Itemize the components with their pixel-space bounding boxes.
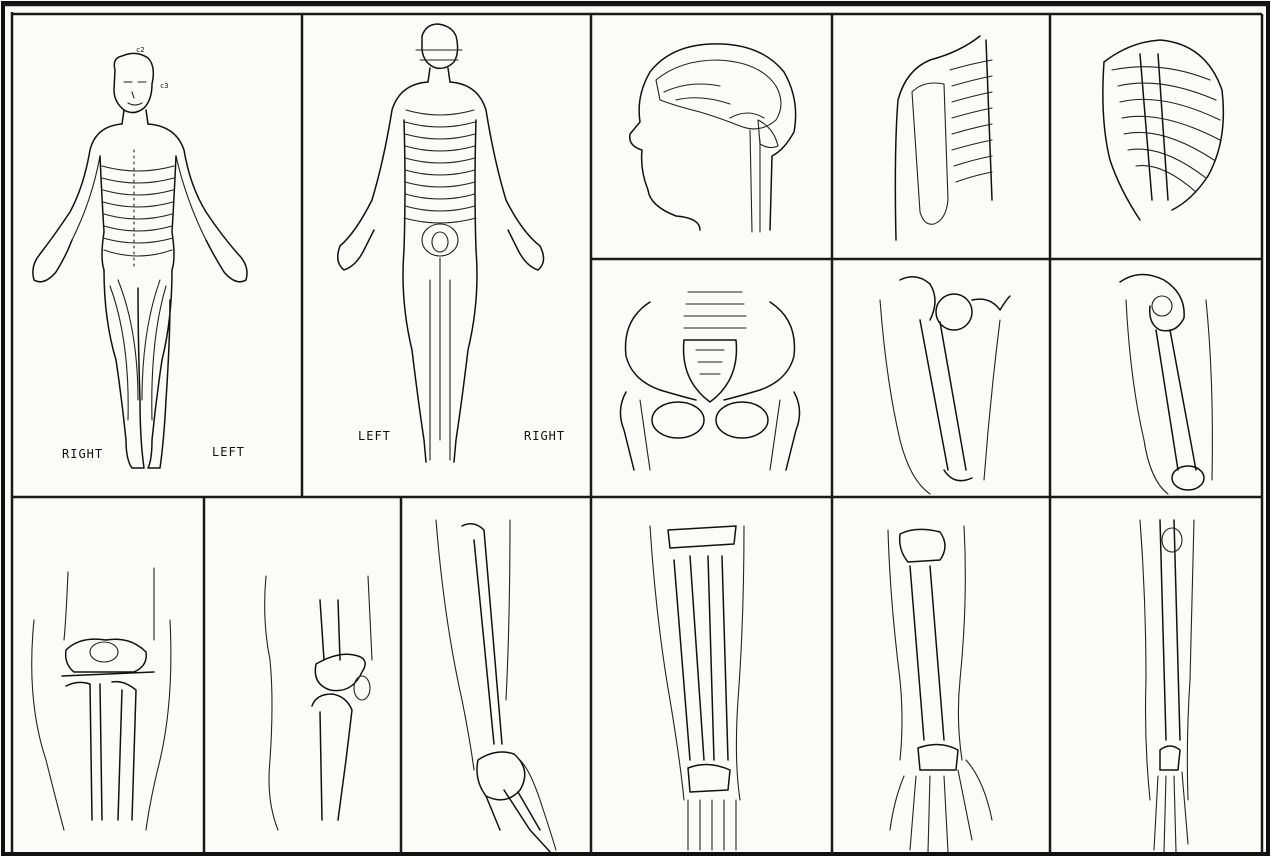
hip-femur-figure <box>880 277 1010 494</box>
front-left-label: LEFT <box>212 445 245 459</box>
front-right-label: RIGHT <box>62 447 103 461</box>
rib-arcs <box>950 60 992 182</box>
shoulder-ribcage-figure <box>895 36 992 240</box>
lower-leg-foot-front-figure <box>650 526 744 850</box>
side-ribcage-figure <box>1103 40 1224 220</box>
chart-grid <box>3 3 1268 854</box>
forearm-hand-figure <box>888 526 992 852</box>
back-left-label: LEFT <box>358 429 391 443</box>
back-body-figure: LEFT RIGHT <box>338 24 565 462</box>
dermatome-bands-back <box>404 110 476 223</box>
pelvis-figure <box>620 292 799 470</box>
svg-text:c3: c3 <box>160 82 168 90</box>
back-right-label: RIGHT <box>524 429 565 443</box>
knee-side-figure <box>265 576 372 830</box>
front-body-figure: c2 c3 RIGHT LEFT <box>33 46 247 468</box>
lower-leg-ankle-side-figure <box>436 520 556 854</box>
forearm-hand-side-figure <box>1140 520 1194 852</box>
pelvis-side-femur-figure <box>1120 274 1212 494</box>
svg-text:c2: c2 <box>136 46 144 54</box>
dermatome-bands-front <box>102 166 174 256</box>
head-brain-figure <box>630 44 796 232</box>
knee-front-figure <box>32 568 171 830</box>
